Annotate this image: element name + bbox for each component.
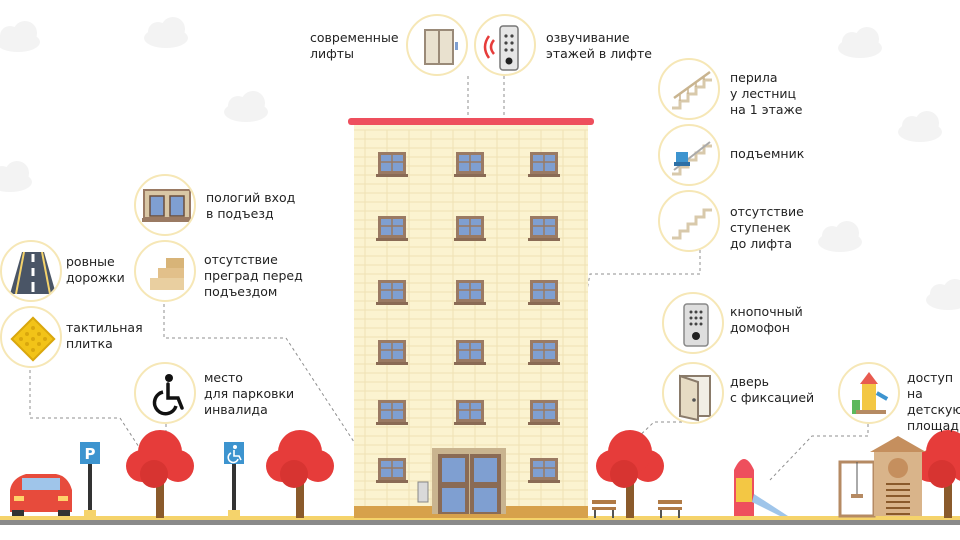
- window: [528, 280, 560, 305]
- parking-sign-letter: P: [85, 445, 96, 463]
- playground-icon: [838, 362, 900, 424]
- building-facade: [354, 122, 588, 512]
- label-door-fix: дверь с фиксацией: [730, 374, 815, 405]
- intercom-icon: [662, 292, 724, 354]
- barrier-free-steps-icon: [134, 240, 196, 302]
- window: [528, 458, 560, 483]
- door-intercom: [417, 481, 429, 503]
- window: [528, 400, 560, 425]
- window: [376, 400, 408, 425]
- car: [10, 474, 72, 516]
- lift-doors-icon: [406, 14, 468, 76]
- connector-line: [769, 424, 869, 481]
- label-intercom: кнопочный домофон: [730, 304, 803, 335]
- wheelchair-icon: [134, 362, 196, 424]
- connector-line: [163, 304, 393, 501]
- rocket-slide: [734, 459, 788, 516]
- window: [454, 400, 486, 425]
- label-ramp-entry: пологий вход в подъезд: [206, 190, 296, 221]
- label-lifts: современные лифты: [310, 30, 399, 61]
- sidewalk-curb: [0, 520, 960, 525]
- window: [376, 216, 408, 241]
- window: [528, 340, 560, 365]
- window: [454, 216, 486, 241]
- cloud: [144, 17, 188, 48]
- steps-icon: [658, 190, 720, 252]
- door-icon: [662, 362, 724, 424]
- window: [454, 152, 486, 177]
- cloud: [224, 91, 268, 122]
- tree: [266, 430, 334, 518]
- road-icon: [0, 240, 62, 302]
- label-tactile-tile: тактильная плитка: [66, 320, 143, 351]
- cloud: [0, 161, 32, 192]
- connector-line: [29, 370, 155, 471]
- cloud: [926, 279, 960, 310]
- label-playground: доступ на детскую площадку: [907, 370, 960, 433]
- label-smooth-paths: ровные дорожки: [66, 254, 125, 285]
- disabled-parking-sign: [224, 442, 244, 516]
- parking-sign: P: [80, 442, 100, 516]
- tree: [914, 430, 960, 518]
- bench: [592, 500, 616, 518]
- window: [376, 152, 408, 177]
- entrance-door: [417, 448, 506, 514]
- label-floor-voice: озвучивание этажей в лифте: [546, 30, 652, 61]
- tree: [126, 430, 194, 518]
- window: [454, 280, 486, 305]
- label-no-barriers: отсутствие преград перед подъездом: [204, 252, 303, 299]
- elevator-panel-icon: [474, 14, 536, 76]
- playground-tower: [838, 436, 926, 518]
- window: [454, 340, 486, 365]
- stair-railing-icon: [658, 58, 720, 120]
- label-railings: перила у лестниц на 1 этаже: [730, 70, 803, 117]
- window: [376, 280, 408, 305]
- label-lift-platform: подъемник: [730, 146, 805, 161]
- cloud: [818, 221, 862, 252]
- label-no-steps: отсутствие ступенек до лифта: [730, 204, 804, 251]
- tactile-tile-icon: [0, 306, 62, 368]
- window: [528, 216, 560, 241]
- window: [376, 458, 408, 483]
- tree: [596, 430, 664, 518]
- cloud: [838, 27, 882, 58]
- cloud: [0, 21, 40, 52]
- stair-lift-icon: [658, 124, 720, 186]
- gentle-entrance-icon: [134, 174, 196, 236]
- bench: [658, 500, 682, 518]
- cloud: [898, 111, 942, 142]
- roof: [348, 118, 594, 125]
- window: [376, 340, 408, 365]
- label-parking: место для парковки инвалида: [204, 370, 295, 417]
- connector-line: [613, 421, 694, 461]
- window: [528, 152, 560, 177]
